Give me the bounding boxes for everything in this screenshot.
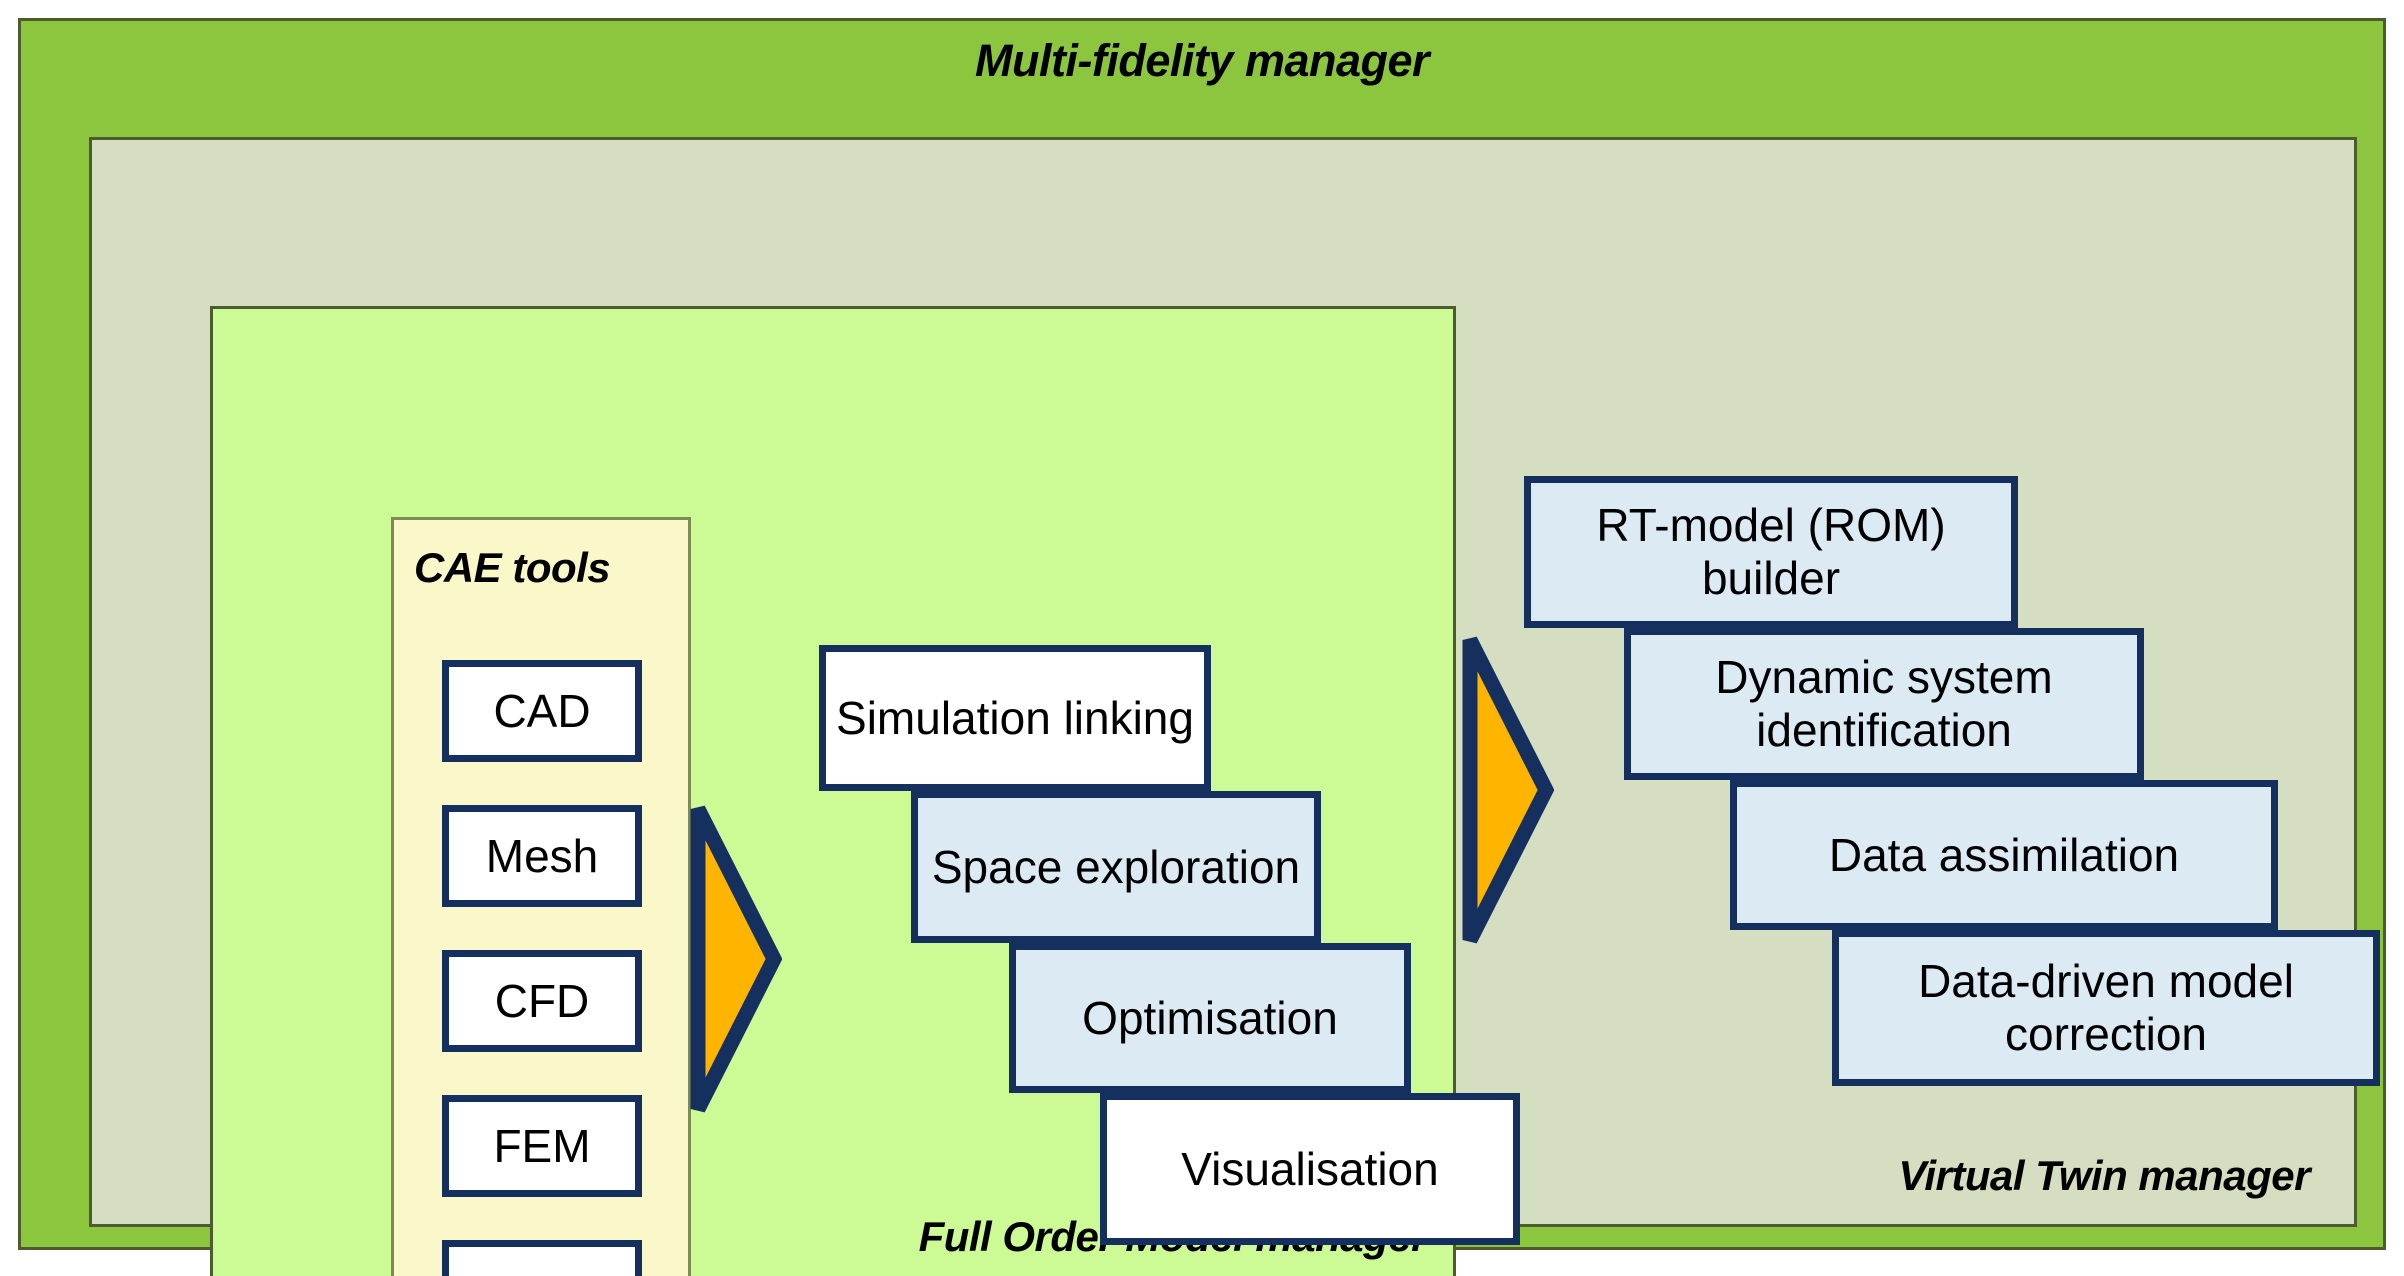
cae-tool-item-cad[interactable]: CAD bbox=[442, 660, 642, 762]
virtual-twin-manager-title: Virtual Twin manager bbox=[1898, 1152, 2310, 1199]
vt-step-rt-model-rom-builder[interactable]: RT-model (ROM) builder bbox=[1524, 476, 2018, 628]
cae-tool-item-more[interactable]: ... bbox=[442, 1240, 642, 1276]
vt-step-dynamic-system-identification[interactable]: Dynamic system identification bbox=[1624, 628, 2144, 780]
fom-step-visualisation[interactable]: Visualisation bbox=[1100, 1093, 1520, 1245]
virtual-twin-manager-panel: Virtual Twin manager Full Order Model ma… bbox=[89, 137, 2380, 1276]
full-order-model-manager-panel: Full Order Model manager CAE tools CAD M… bbox=[210, 306, 1520, 1276]
cae-tool-item-fem[interactable]: FEM bbox=[442, 1095, 642, 1197]
cae-tools-title: CAE tools bbox=[414, 544, 611, 591]
fom-step-space-exploration[interactable]: Space exploration bbox=[911, 791, 1321, 943]
multi-fidelity-manager-title: Multi-fidelity manager bbox=[974, 35, 1430, 86]
fom-step-simulation-linking[interactable]: Simulation linking bbox=[819, 645, 1211, 791]
multi-fidelity-manager-panel: Multi-fidelity manager Virtual Twin mana… bbox=[18, 18, 2386, 1276]
fom-step-optimisation[interactable]: Optimisation bbox=[1009, 943, 1411, 1093]
cae-tool-item-mesh[interactable]: Mesh bbox=[442, 805, 642, 907]
vt-step-data-driven-model-correction[interactable]: Data-driven model correction bbox=[1832, 930, 2380, 1086]
cae-tools-panel: CAE tools CAD Mesh CFD FEM ... bbox=[391, 517, 691, 1276]
vt-step-data-assimilation[interactable]: Data assimilation bbox=[1730, 780, 2278, 930]
cae-tools-list: CAD Mesh CFD FEM ... bbox=[442, 660, 642, 1276]
cae-tool-item-cfd[interactable]: CFD bbox=[442, 950, 642, 1052]
